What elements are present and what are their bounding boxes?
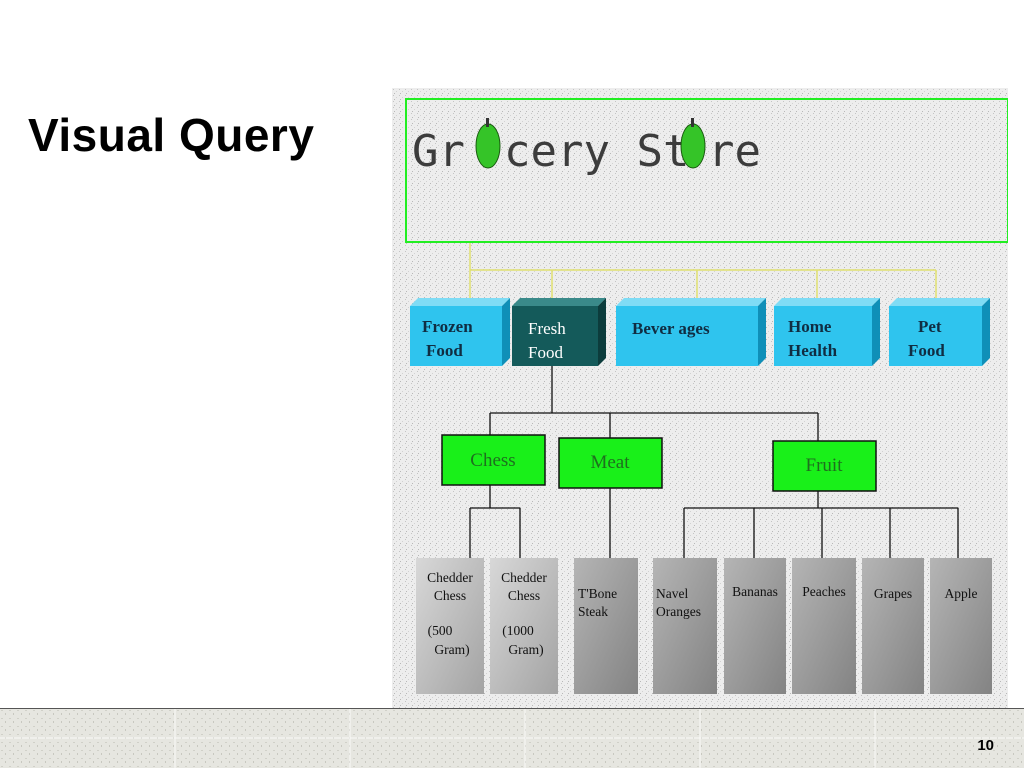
product-label: Chess bbox=[434, 588, 466, 603]
product-label: Chedder bbox=[427, 570, 473, 585]
store-title-part-2: cery St bbox=[504, 126, 689, 177]
header-connectors bbox=[469, 243, 937, 300]
product-cheddar-1000[interactable]: Chedder Chess (1000 Gram) bbox=[490, 558, 558, 694]
apple-icon bbox=[680, 118, 706, 169]
category-pet-food[interactable]: Pet Food bbox=[889, 298, 990, 366]
store-title-part-3: re bbox=[708, 126, 761, 177]
category-label: Frozen bbox=[422, 317, 473, 336]
product-label: T'Bone bbox=[578, 586, 617, 601]
product-cheddar-500[interactable]: Chedder Chess (500 Gram) bbox=[416, 558, 484, 694]
product-label: Oranges bbox=[656, 604, 701, 619]
product-tbone-steak[interactable]: T'Bone Steak bbox=[574, 558, 638, 694]
category-label: Fresh bbox=[528, 319, 566, 338]
category-label: Pet bbox=[918, 317, 942, 336]
product-label: Gram) bbox=[508, 642, 543, 657]
product-label: Gram) bbox=[434, 642, 469, 657]
product-label: (500 bbox=[428, 623, 453, 638]
category-fresh-food[interactable]: Fresh Food bbox=[512, 298, 606, 366]
product-label: Grapes bbox=[874, 586, 912, 601]
subcategory-meat[interactable]: Meat bbox=[558, 437, 663, 489]
product-label: Chess bbox=[508, 588, 540, 603]
apple-icon bbox=[475, 118, 501, 169]
grocery-store-diagram: Gr cery St re Frozen Food Fresh Food bbox=[392, 88, 1008, 710]
product-apple[interactable]: Apple bbox=[930, 558, 992, 694]
product-peaches[interactable]: Peaches bbox=[792, 558, 856, 694]
category-label: Food bbox=[908, 341, 945, 360]
subcategory-connectors bbox=[489, 366, 819, 441]
subcategory-cheese[interactable]: Chess bbox=[441, 434, 546, 486]
slide-footer bbox=[0, 708, 1024, 768]
product-grapes[interactable]: Grapes bbox=[862, 558, 924, 694]
product-label: (1000 bbox=[502, 623, 534, 638]
category-label: Health bbox=[788, 341, 838, 360]
product-bananas[interactable]: Bananas bbox=[724, 558, 786, 694]
category-beverages[interactable]: Bever ages bbox=[616, 298, 766, 366]
product-label: Bananas bbox=[732, 584, 778, 599]
subcategory-label: Chess bbox=[470, 450, 515, 471]
subcategory-fruit[interactable]: Fruit bbox=[772, 440, 877, 492]
product-label: Chedder bbox=[501, 570, 547, 585]
product-connectors bbox=[469, 485, 959, 558]
page-number: 10 bbox=[977, 737, 994, 754]
category-label: Food bbox=[426, 341, 463, 360]
category-home-health[interactable]: Home Health bbox=[774, 298, 880, 366]
product-label: Apple bbox=[945, 586, 978, 601]
category-label: Food bbox=[528, 343, 563, 362]
category-label: Bever ages bbox=[632, 319, 710, 338]
store-header-frame bbox=[405, 98, 1008, 243]
store-title-part-1: Gr bbox=[412, 126, 465, 177]
subcategory-label: Fruit bbox=[806, 455, 844, 476]
product-navel-oranges[interactable]: Navel Oranges bbox=[653, 558, 717, 694]
category-label: Home bbox=[788, 317, 832, 336]
category-frozen-food[interactable]: Frozen Food bbox=[410, 298, 510, 366]
product-label: Steak bbox=[578, 604, 608, 619]
subcategory-label: Meat bbox=[590, 452, 630, 473]
product-label: Peaches bbox=[802, 584, 845, 599]
slide-title: Visual Query bbox=[28, 109, 315, 161]
product-label: Navel bbox=[656, 586, 688, 601]
